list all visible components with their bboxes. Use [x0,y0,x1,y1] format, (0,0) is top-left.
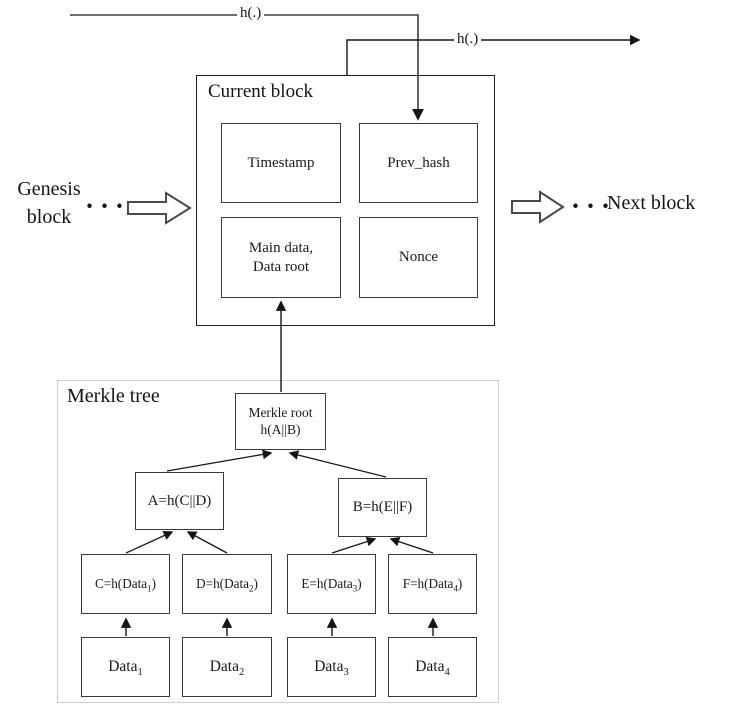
leaf-c-label: C=h(Data1) [94,575,156,594]
genesis-line1: Genesis [17,178,81,200]
genesis-block-label: Genesis block [2,175,96,231]
main-data-line2: Data root [252,258,310,275]
prev-hash-cell: Prev_hash [359,123,478,203]
data-node-1: Data1 [81,637,170,697]
data2-label: Data2 [209,658,245,679]
timestamp-label: Timestamp [247,154,315,171]
merkle-root-node: Merkle root h(A||B) [235,393,326,450]
merkle-root-line2: h(A||B) [260,421,301,437]
data-node-4: Data4 [388,637,477,697]
nonce-cell: Nonce [359,217,478,298]
data3-label: Data3 [314,658,349,679]
leaf-d-label: D=h(Data2) [196,575,258,594]
merkle-leaf-e: E=h(Data3) [287,554,376,614]
merkle-node-b: B=h(E||F) [338,478,427,537]
hollow-arrow-genesis-to-current-icon [127,191,192,225]
main-data-cell: Main data, Data root [221,217,341,298]
merkle-leaf-f: F=h(Data4) [388,554,477,614]
main-data-line1: Main data, [248,239,314,256]
node-a-label: A=h(C||D) [147,492,212,509]
merkle-tree-title: Merkle tree [67,385,160,407]
leaf-e-label: E=h(Data3) [301,575,362,594]
data4-label: Data4 [415,658,450,679]
data1-label: Data1 [108,658,143,679]
nonce-label: Nonce [398,249,439,266]
hash-function-label-mid: h(.) [454,31,482,48]
current-block-title: Current block [208,81,314,102]
ellipsis-left: ··· [85,191,131,221]
prev-hash-label: Prev_hash [387,154,450,171]
merkle-leaf-d: D=h(Data2) [182,554,272,614]
data-node-2: Data2 [182,637,272,697]
genesis-line2: block [26,206,72,228]
data-node-3: Data3 [287,637,376,697]
ellipsis-right: ··· [571,191,617,221]
node-b-label: B=h(E||F) [352,499,413,516]
hollow-arrow-current-to-next-icon [511,190,565,224]
timestamp-cell: Timestamp [221,123,341,203]
next-block-label: Next block [607,192,696,214]
merkle-leaf-c: C=h(Data1) [81,554,170,614]
merkle-root-line1: Merkle root [248,404,313,420]
hash-function-label-top: h(.) [237,5,265,22]
hash-arrow-current-to-next [346,34,641,75]
leaf-f-label: F=h(Data4) [402,575,463,594]
merkle-node-a: A=h(C||D) [135,472,224,530]
